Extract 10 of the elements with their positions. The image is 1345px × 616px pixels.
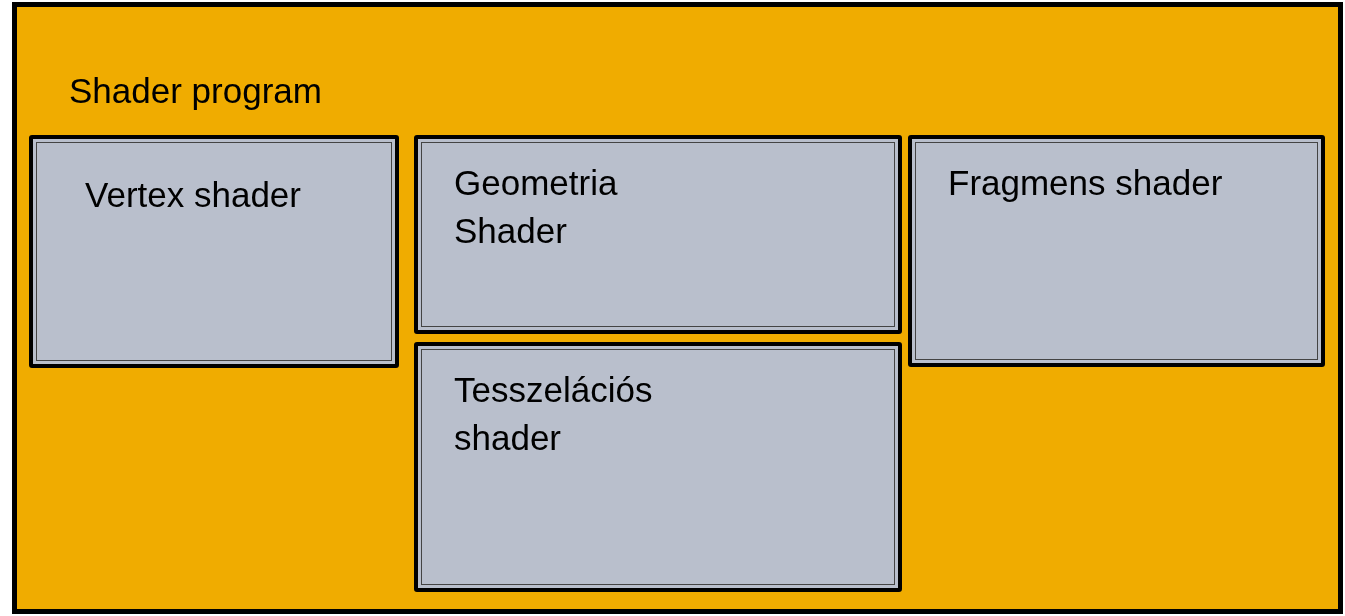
shader-box [908, 135, 1325, 367]
shader-box [414, 135, 902, 334]
shader-label: Geometria Shader [454, 162, 619, 252]
shader-label: Fragmens shader [948, 162, 1224, 204]
shader-box [29, 135, 399, 368]
shader-label: Tesszelációs shader [454, 369, 654, 459]
shader-box [414, 342, 902, 592]
program-container [12, 2, 1343, 614]
shader-label: Vertex shader [85, 174, 302, 216]
container-title: Shader program [69, 70, 323, 112]
